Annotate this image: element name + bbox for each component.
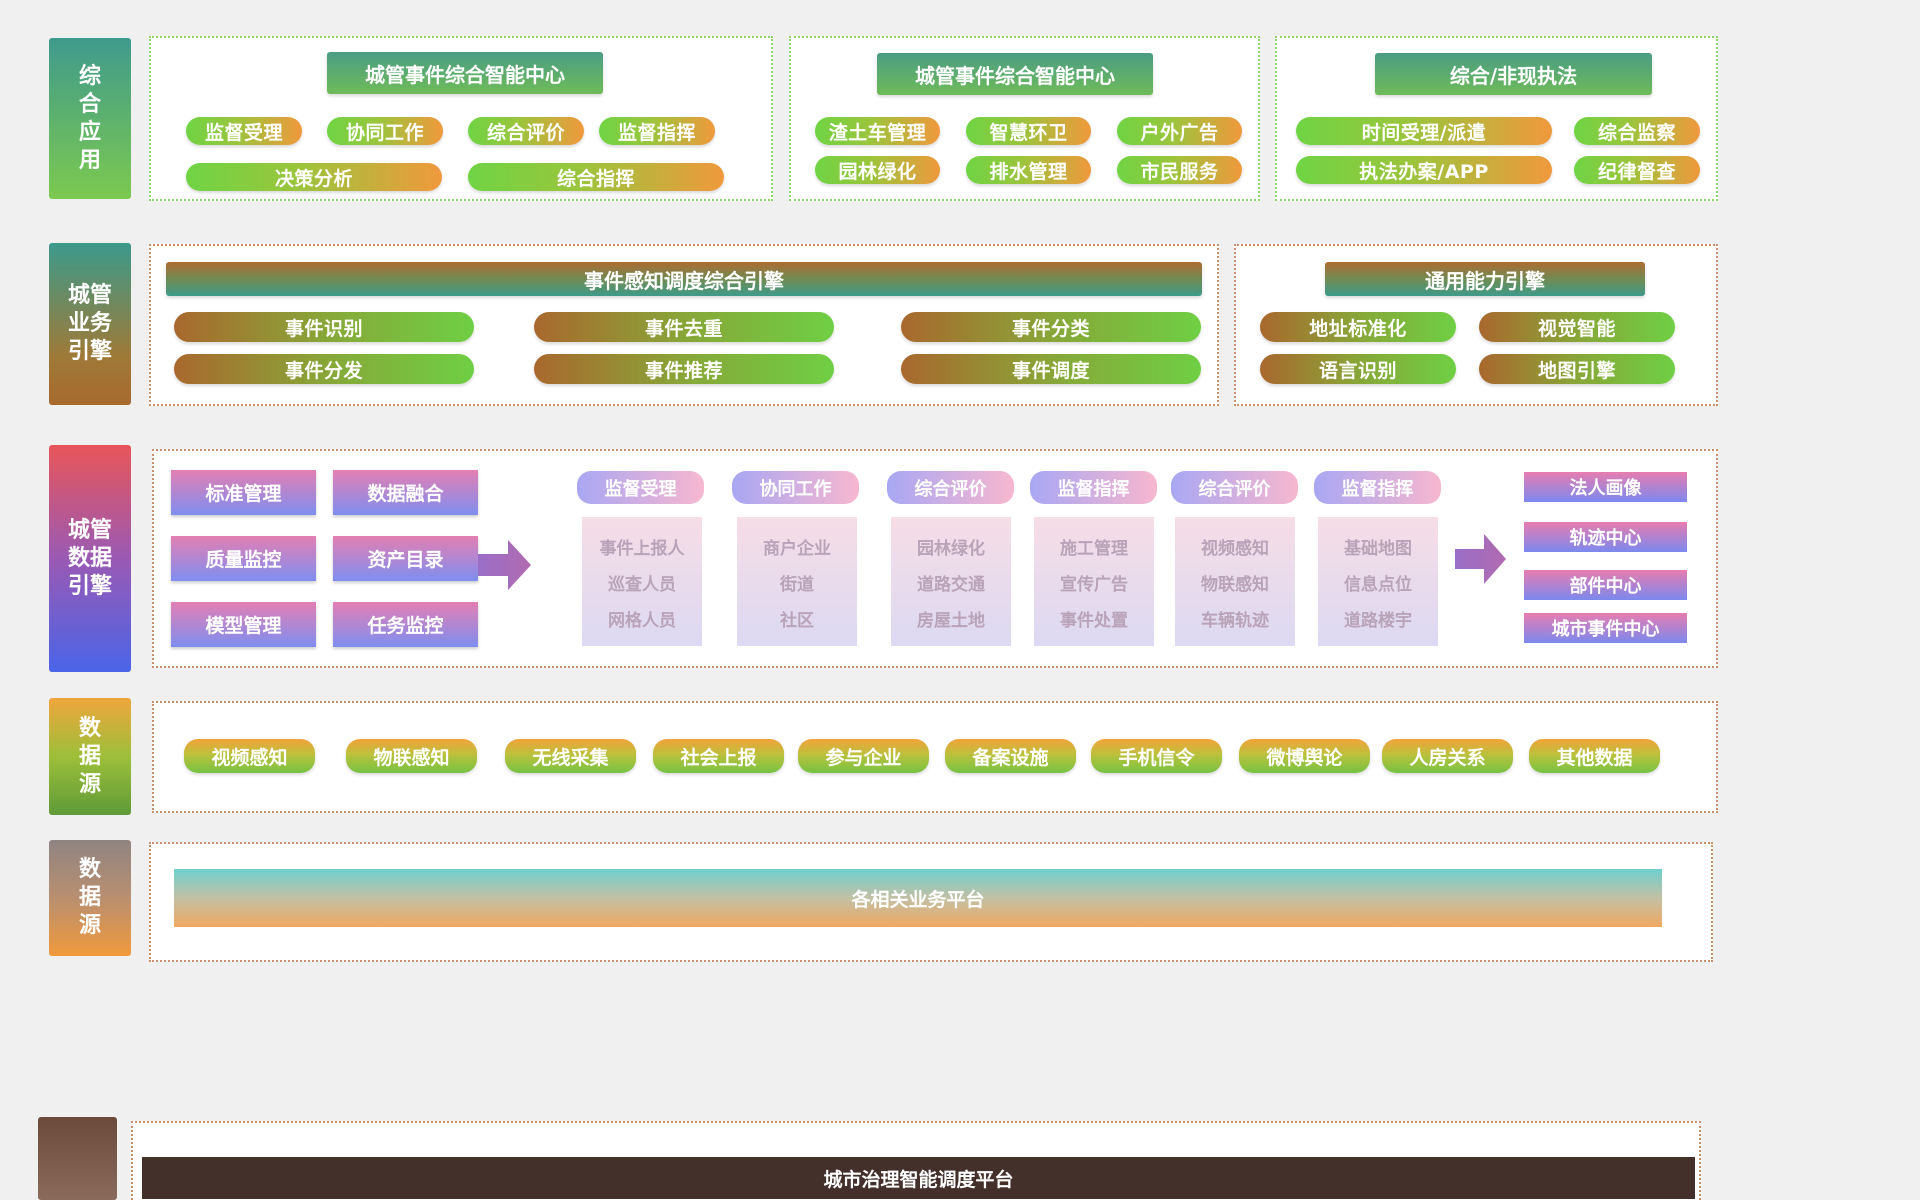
- app-group-1-title: 城管事件综合智能中心: [327, 52, 603, 94]
- app-group-3-title: 综合/非现执法: [1375, 53, 1652, 95]
- common-engine-item[interactable]: 视觉智能: [1479, 312, 1675, 342]
- data-column-item: 施工管理: [1060, 538, 1128, 559]
- right-arrow-icon: [1455, 534, 1506, 584]
- app-item[interactable]: 纪律督查: [1574, 156, 1700, 184]
- business-platform-bar[interactable]: 各相关业务平台: [174, 869, 1662, 927]
- governance-item[interactable]: 资产目录: [333, 536, 478, 581]
- data-column-item: 视频感知: [1201, 538, 1269, 559]
- data-column-title[interactable]: 综合评价: [887, 471, 1014, 504]
- data-source-item[interactable]: 其他数据: [1529, 739, 1660, 773]
- layer-label-data-engine: 城管 数据 引擎: [49, 445, 131, 672]
- data-column-body: 商户企业 街道 社区: [737, 517, 857, 646]
- app-item[interactable]: 综合评价: [468, 117, 584, 145]
- data-column-item: 车辆轨迹: [1201, 610, 1269, 631]
- data-source-item[interactable]: 物联感知: [346, 739, 477, 773]
- event-engine-item[interactable]: 事件识别: [174, 312, 474, 342]
- layer-label-data-source: 数 据 源: [49, 698, 131, 815]
- data-source-item[interactable]: 备案设施: [945, 739, 1076, 773]
- data-column-item: 房屋土地: [917, 610, 985, 631]
- data-column-body: 园林绿化 道路交通 房屋土地: [891, 517, 1011, 646]
- data-source-item[interactable]: 视频感知: [184, 739, 315, 773]
- data-column-body: 事件上报人 巡查人员 网格人员: [582, 517, 702, 646]
- data-output-item[interactable]: 城市事件中心: [1524, 613, 1687, 643]
- data-source-item[interactable]: 微博舆论: [1239, 739, 1370, 773]
- layer-label-data-source-2: 数 据 源: [49, 840, 131, 956]
- app-item[interactable]: 监督受理: [186, 117, 302, 145]
- app-item[interactable]: 智慧环卫: [966, 117, 1091, 145]
- layer-label-bottom: [38, 1117, 117, 1200]
- data-output-item[interactable]: 部件中心: [1524, 570, 1687, 600]
- data-output-item[interactable]: 法人画像: [1524, 472, 1687, 502]
- governance-item[interactable]: 标准管理: [171, 470, 316, 515]
- data-column-item: 园林绿化: [917, 538, 985, 559]
- app-item[interactable]: 户外广告: [1117, 117, 1242, 145]
- governance-item[interactable]: 质量监控: [171, 536, 316, 581]
- data-column-item: 事件上报人: [599, 538, 685, 559]
- data-source-item[interactable]: 无线采集: [505, 739, 636, 773]
- data-column-body: 视频感知 物联感知 车辆轨迹: [1175, 517, 1295, 646]
- event-engine-item[interactable]: 事件调度: [901, 354, 1201, 384]
- data-column-item: 商户企业: [763, 538, 831, 559]
- data-column-item: 宣传广告: [1060, 574, 1128, 595]
- event-engine-item[interactable]: 事件推荐: [534, 354, 834, 384]
- app-item[interactable]: 综合指挥: [468, 163, 724, 191]
- event-engine-item[interactable]: 事件分类: [901, 312, 1201, 342]
- app-item[interactable]: 市民服务: [1117, 156, 1242, 184]
- app-item[interactable]: 排水管理: [966, 156, 1091, 184]
- data-column-item: 社区: [780, 610, 814, 631]
- event-engine-item[interactable]: 事件分发: [174, 354, 474, 384]
- data-column-item: 道路交通: [917, 574, 985, 595]
- data-column-item: 基础地图: [1344, 538, 1412, 559]
- data-column-item: 网格人员: [608, 610, 676, 631]
- event-engine-title: 事件感知调度综合引擎: [166, 262, 1202, 296]
- layer-label-app: 综 合 应 用: [49, 38, 131, 199]
- governance-item[interactable]: 任务监控: [333, 602, 478, 647]
- data-column-body: 基础地图 信息点位 道路楼宇: [1318, 517, 1438, 646]
- common-engine-item[interactable]: 地图引擎: [1479, 354, 1675, 384]
- app-item[interactable]: 协同工作: [327, 117, 443, 145]
- app-item[interactable]: 决策分析: [186, 163, 442, 191]
- data-column-item: 物联感知: [1201, 574, 1269, 595]
- data-column-title[interactable]: 监督受理: [577, 471, 704, 504]
- data-source-item[interactable]: 社会上报: [653, 739, 784, 773]
- data-column-title[interactable]: 监督指挥: [1314, 471, 1441, 504]
- app-item[interactable]: 监督指挥: [599, 117, 715, 145]
- data-column-item: 事件处置: [1060, 610, 1128, 631]
- right-arrow-icon: [478, 540, 531, 590]
- common-engine-item[interactable]: 地址标准化: [1260, 312, 1456, 342]
- data-column-item: 信息点位: [1344, 574, 1412, 595]
- data-column-title[interactable]: 综合评价: [1171, 471, 1298, 504]
- data-column-title[interactable]: 监督指挥: [1030, 471, 1157, 504]
- data-source-item[interactable]: 参与企业: [798, 739, 929, 773]
- data-column-body: 施工管理 宣传广告 事件处置: [1034, 517, 1154, 646]
- data-source-item[interactable]: 手机信令: [1091, 739, 1222, 773]
- data-column-item: 巡查人员: [608, 574, 676, 595]
- layer-label-business-engine: 城管 业务 引擎: [49, 243, 131, 405]
- app-item[interactable]: 时间受理/派遣: [1296, 117, 1552, 145]
- data-column-title[interactable]: 协同工作: [732, 471, 859, 504]
- event-engine-item[interactable]: 事件去重: [534, 312, 834, 342]
- app-item[interactable]: 综合监察: [1574, 117, 1700, 145]
- app-item[interactable]: 执法办案/APP: [1296, 156, 1552, 184]
- data-source-item[interactable]: 人房关系: [1382, 739, 1513, 773]
- governance-item[interactable]: 数据融合: [333, 470, 478, 515]
- data-column-item: 街道: [780, 574, 814, 595]
- data-column-item: 道路楼宇: [1344, 610, 1412, 631]
- bottom-platform-bar[interactable]: 城市治理智能调度平台: [142, 1157, 1695, 1199]
- common-engine-title: 通用能力引擎: [1325, 262, 1645, 296]
- governance-item[interactable]: 模型管理: [171, 602, 316, 647]
- data-output-item[interactable]: 轨迹中心: [1524, 522, 1687, 552]
- app-group-2-title: 城管事件综合智能中心: [877, 53, 1153, 95]
- app-item[interactable]: 园林绿化: [815, 156, 940, 184]
- common-engine-item[interactable]: 语言识别: [1260, 354, 1456, 384]
- app-item[interactable]: 渣土车管理: [815, 117, 940, 145]
